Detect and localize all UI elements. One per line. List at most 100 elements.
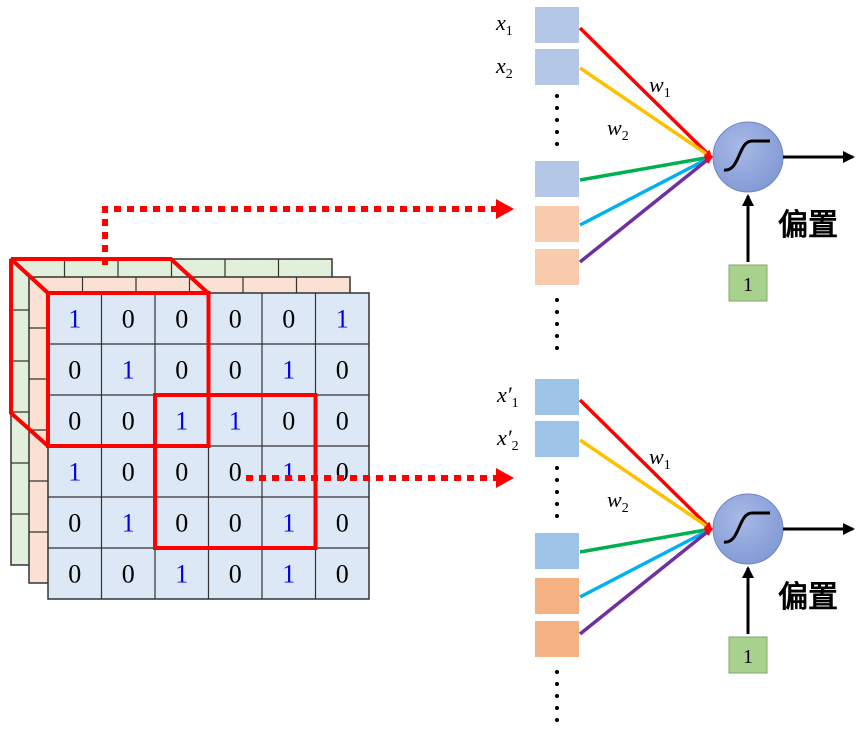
ellipsis-dot	[555, 478, 559, 482]
weight-label: w2	[607, 487, 629, 516]
receptive-field-1	[46, 291, 211, 448]
input-cell	[533, 204, 581, 244]
cell-value: 0	[336, 509, 349, 538]
input-cell	[533, 531, 581, 571]
neuron-top: 1 偏置 x1 x2 w1 w2	[495, 5, 855, 350]
weight-edge	[579, 155, 713, 227]
input-label: x1	[495, 10, 513, 39]
weight-edge	[578, 26, 713, 159]
input-cell	[533, 159, 581, 199]
weight-edge	[578, 398, 713, 531]
cell-value: 0	[122, 407, 135, 436]
input-cell	[533, 377, 581, 417]
cell-value: 1	[175, 560, 188, 589]
cell-value: 0	[68, 407, 81, 436]
input-label: x′1	[496, 382, 519, 411]
weight-label: w1	[649, 444, 671, 473]
sigmoid-icon	[723, 511, 770, 544]
ellipsis-dot	[555, 502, 559, 506]
input-cell	[533, 576, 581, 616]
cell-value: 0	[175, 458, 188, 487]
ellipsis-dot	[555, 706, 559, 710]
dotted-arrow-top	[102, 199, 514, 265]
ellipsis-dot	[555, 466, 559, 470]
neuron-circle	[712, 121, 784, 193]
weight-label: w2	[607, 115, 629, 144]
bias-box	[728, 636, 768, 674]
input-label: x′2	[496, 425, 519, 454]
ellipsis-dot	[555, 298, 559, 302]
cell-value: 1	[122, 509, 135, 538]
cell-value: 0	[336, 560, 349, 589]
ellipsis-dot	[555, 118, 559, 122]
cell-value: 0	[68, 560, 81, 589]
weight-edge	[579, 527, 713, 599]
neuron-circle	[712, 493, 784, 565]
ellipsis-dot	[555, 142, 559, 146]
bias-box	[728, 264, 768, 302]
input-cell	[533, 47, 581, 87]
cell-value: 1	[229, 407, 242, 436]
receptive-field-depth	[9, 257, 210, 448]
cell-value: 0	[122, 458, 135, 487]
cell-value: 0	[68, 356, 81, 385]
cell-value: 0	[175, 305, 188, 334]
cell-value: 0	[336, 458, 349, 487]
cell-value: 0	[122, 560, 135, 589]
bias-label: 偏置	[778, 208, 838, 243]
bias-value: 1	[743, 646, 753, 668]
cell-value: 0	[229, 356, 242, 385]
ellipsis-dot	[555, 334, 559, 338]
weight-label: w1	[649, 72, 671, 101]
cell-value: 1	[336, 305, 349, 334]
ellipsis-dot	[555, 694, 559, 698]
ellipsis-dot	[555, 346, 559, 350]
input-cell	[533, 419, 581, 459]
bias-value: 1	[743, 274, 753, 296]
cell-value: 0	[175, 356, 188, 385]
ellipsis-dot	[555, 106, 559, 110]
cell-value: 1	[282, 458, 295, 487]
input-cell	[533, 5, 581, 45]
weight-edge	[579, 154, 713, 182]
cell-value: 0	[229, 509, 242, 538]
weight-edge	[578, 527, 713, 636]
cell-value: 1	[122, 356, 135, 385]
cell-value: 1	[282, 509, 295, 538]
neuron-bottom: 1 偏置 x′1 x′2 w1 w2	[496, 377, 855, 722]
receptive-field-2	[153, 393, 318, 550]
input-label: x2	[495, 53, 513, 82]
cell-value: 0	[229, 458, 242, 487]
input-cell	[533, 247, 581, 287]
ellipsis-dot	[555, 310, 559, 314]
cell-value: 0	[336, 356, 349, 385]
cell-value: 1	[175, 407, 188, 436]
cell-value: 0	[282, 407, 295, 436]
ellipsis-dot	[555, 94, 559, 98]
ellipsis-dot	[555, 718, 559, 722]
weight-edge	[579, 438, 713, 531]
input-cell	[533, 619, 581, 659]
weight-edge	[579, 66, 713, 159]
ellipsis-dot	[555, 322, 559, 326]
cell-value: 1	[282, 560, 295, 589]
cell-value: 0	[229, 560, 242, 589]
ellipsis-dot	[555, 670, 559, 674]
bias-label: 偏置	[778, 580, 838, 615]
ellipsis-dot	[555, 682, 559, 686]
ellipsis-dot	[555, 514, 559, 518]
ellipsis-dot	[555, 130, 559, 134]
weight-edge	[578, 155, 713, 264]
cell-value: 0	[229, 305, 242, 334]
cell-value: 0	[68, 509, 81, 538]
cell-value: 1	[68, 458, 81, 487]
weight-edge	[579, 526, 713, 554]
cell-value: 0	[282, 305, 295, 334]
sigmoid-icon	[723, 139, 770, 172]
cell-value: 1	[68, 305, 81, 334]
cell-value: 0	[175, 509, 188, 538]
cell-value: 0	[122, 305, 135, 334]
ellipsis-dot	[555, 490, 559, 494]
